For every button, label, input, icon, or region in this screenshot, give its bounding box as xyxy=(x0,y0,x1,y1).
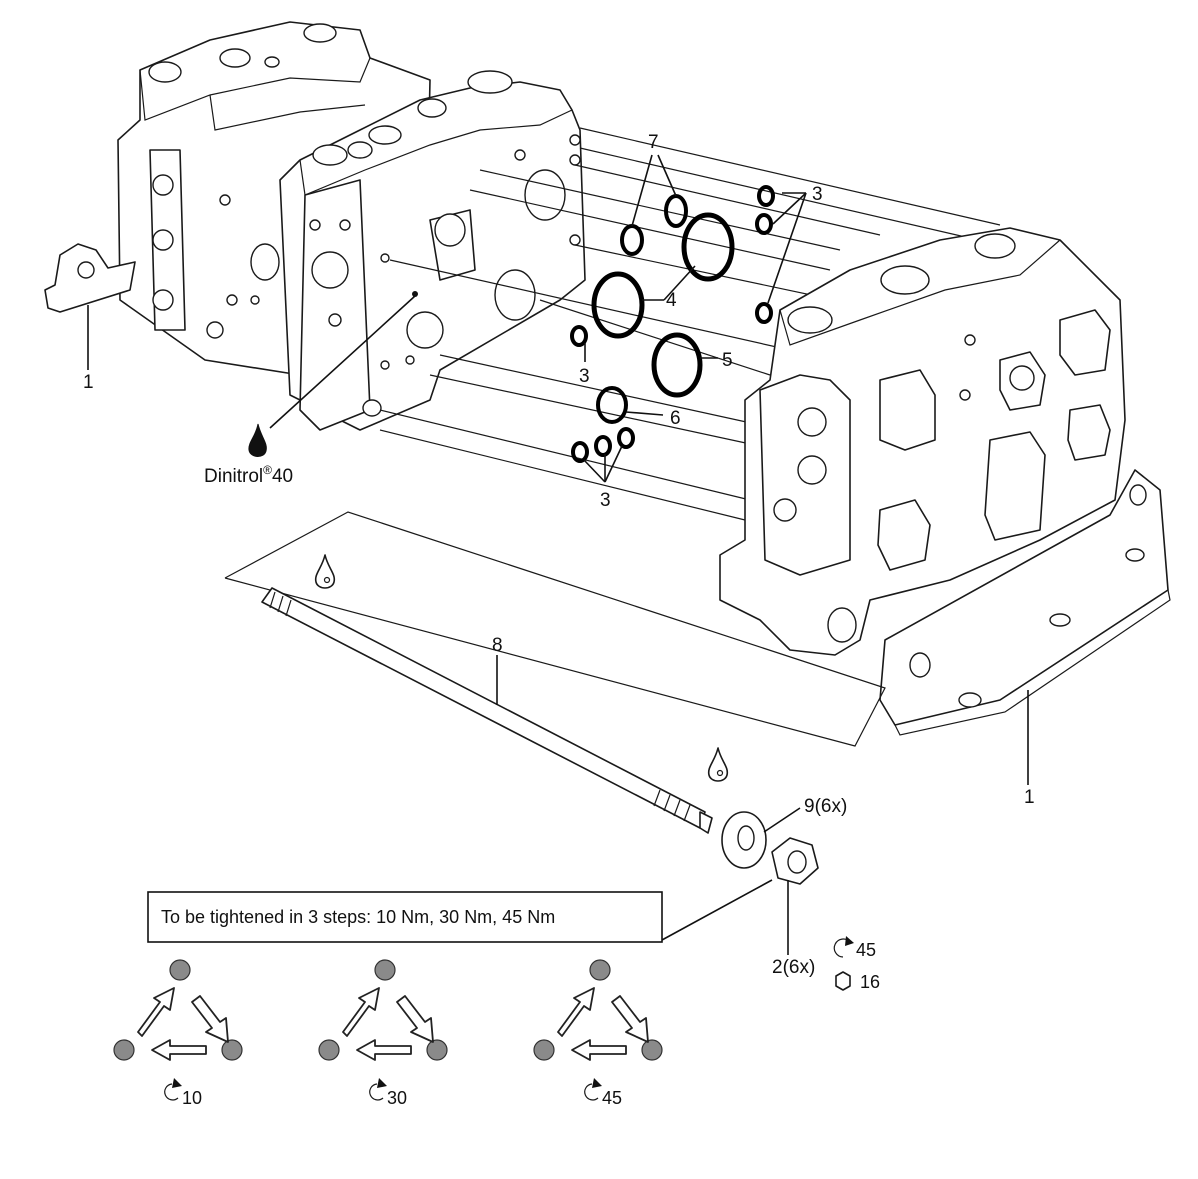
o-ring-3-top-1 xyxy=(757,185,775,207)
callout-3-top: 3 xyxy=(812,184,823,205)
bolt-point-3 xyxy=(113,1039,135,1061)
o-ring-7b xyxy=(664,194,688,228)
nut-torque: 45 xyxy=(856,940,876,960)
callout-1-left: 1 xyxy=(83,372,94,393)
nut xyxy=(771,837,819,885)
sequence-arrow-1 xyxy=(137,987,175,1037)
o-ring-4-lower xyxy=(591,271,645,339)
o-ring-3-top-3 xyxy=(755,302,773,324)
grease-spec: Dinitrol®40 xyxy=(204,423,293,487)
callout-9: 9(6x) xyxy=(804,796,847,817)
o-ring-4-upper xyxy=(681,212,735,282)
callout-1-right: 1 xyxy=(1024,787,1035,808)
callout-5: 5 xyxy=(722,350,733,371)
hex-wrench-icon xyxy=(835,971,851,991)
instruction-text: To be tightened in 3 steps: 10 Nm, 30 Nm… xyxy=(161,907,555,927)
mounting-bracket-right xyxy=(879,469,1171,736)
sequence-arrow-3 xyxy=(571,1039,627,1061)
sequence-arrow-2 xyxy=(191,995,229,1043)
nut-specs: 45 16 xyxy=(833,936,880,992)
bolt-point-1 xyxy=(374,959,396,981)
valve-section-left-front xyxy=(279,70,586,431)
callout-labels: 1 1 7 3 4 3 5 6 3 8 9(6x) 2(6x) xyxy=(83,132,1035,978)
grease-drop-filled-icon xyxy=(248,423,267,457)
sequence-arrow-3 xyxy=(151,1039,207,1061)
torque-arrow-icon xyxy=(584,1078,602,1101)
bolt-point-2 xyxy=(426,1039,448,1061)
sequence-arrow-1 xyxy=(557,987,595,1037)
sequence-arrow-2 xyxy=(396,995,434,1043)
bolt-point-3 xyxy=(318,1039,340,1061)
tightening-step-2: 30 xyxy=(318,959,448,1108)
mounting-bracket-left xyxy=(44,243,136,313)
callout-7: 7 xyxy=(648,132,659,153)
o-ring-3-left xyxy=(570,325,588,347)
callout-8: 8 xyxy=(492,635,503,656)
o-ring-3-bottom-2 xyxy=(594,435,612,457)
sequence-arrow-1 xyxy=(342,987,380,1037)
grease-drop-icon xyxy=(314,554,729,782)
o-ring-5 xyxy=(651,332,703,398)
callout-2: 2(6x) xyxy=(772,957,815,978)
bolt-point-2 xyxy=(641,1039,663,1061)
callout-3-bottom: 3 xyxy=(600,490,611,511)
tightening-sequence: 10 30 45 xyxy=(113,959,663,1108)
leader-lines xyxy=(87,154,1029,955)
tightening-step-1: 10 xyxy=(113,959,243,1108)
sequence-arrow-3 xyxy=(356,1039,412,1061)
grease-label: Dinitrol®40 xyxy=(204,463,293,487)
instruction-box: To be tightened in 3 steps: 10 Nm, 30 Nm… xyxy=(147,891,663,943)
o-ring-7a xyxy=(620,224,644,256)
alignment-lines xyxy=(379,127,1001,521)
tightening-step-3: 45 xyxy=(533,959,663,1108)
step-torque-label: 10 xyxy=(182,1088,202,1108)
step-torque-label: 30 xyxy=(387,1088,407,1108)
bolt-point-3 xyxy=(533,1039,555,1061)
sequence-arrow-2 xyxy=(611,995,649,1043)
valve-section-right xyxy=(719,227,1126,656)
callout-3-left: 3 xyxy=(579,366,590,387)
o-ring-3-top-2 xyxy=(755,213,773,235)
o-rings xyxy=(570,185,775,463)
callout-6: 6 xyxy=(670,408,681,429)
tie-rod-envelope xyxy=(224,511,886,747)
wrench-size: 16 xyxy=(860,972,880,992)
o-ring-6 xyxy=(596,386,628,424)
torque-arrow-icon xyxy=(164,1078,182,1101)
washer xyxy=(721,811,767,869)
o-ring-3-bottom-3 xyxy=(617,427,635,449)
tie-rod xyxy=(261,587,713,834)
bolt-point-1 xyxy=(169,959,191,981)
bolt-point-2 xyxy=(221,1039,243,1061)
step-torque-label: 45 xyxy=(602,1088,622,1108)
bolt-point-1 xyxy=(589,959,611,981)
grease-point xyxy=(412,291,418,297)
o-ring-3-bottom-1 xyxy=(571,441,589,463)
callout-4: 4 xyxy=(666,290,677,311)
torque-arrow-icon xyxy=(369,1078,387,1101)
